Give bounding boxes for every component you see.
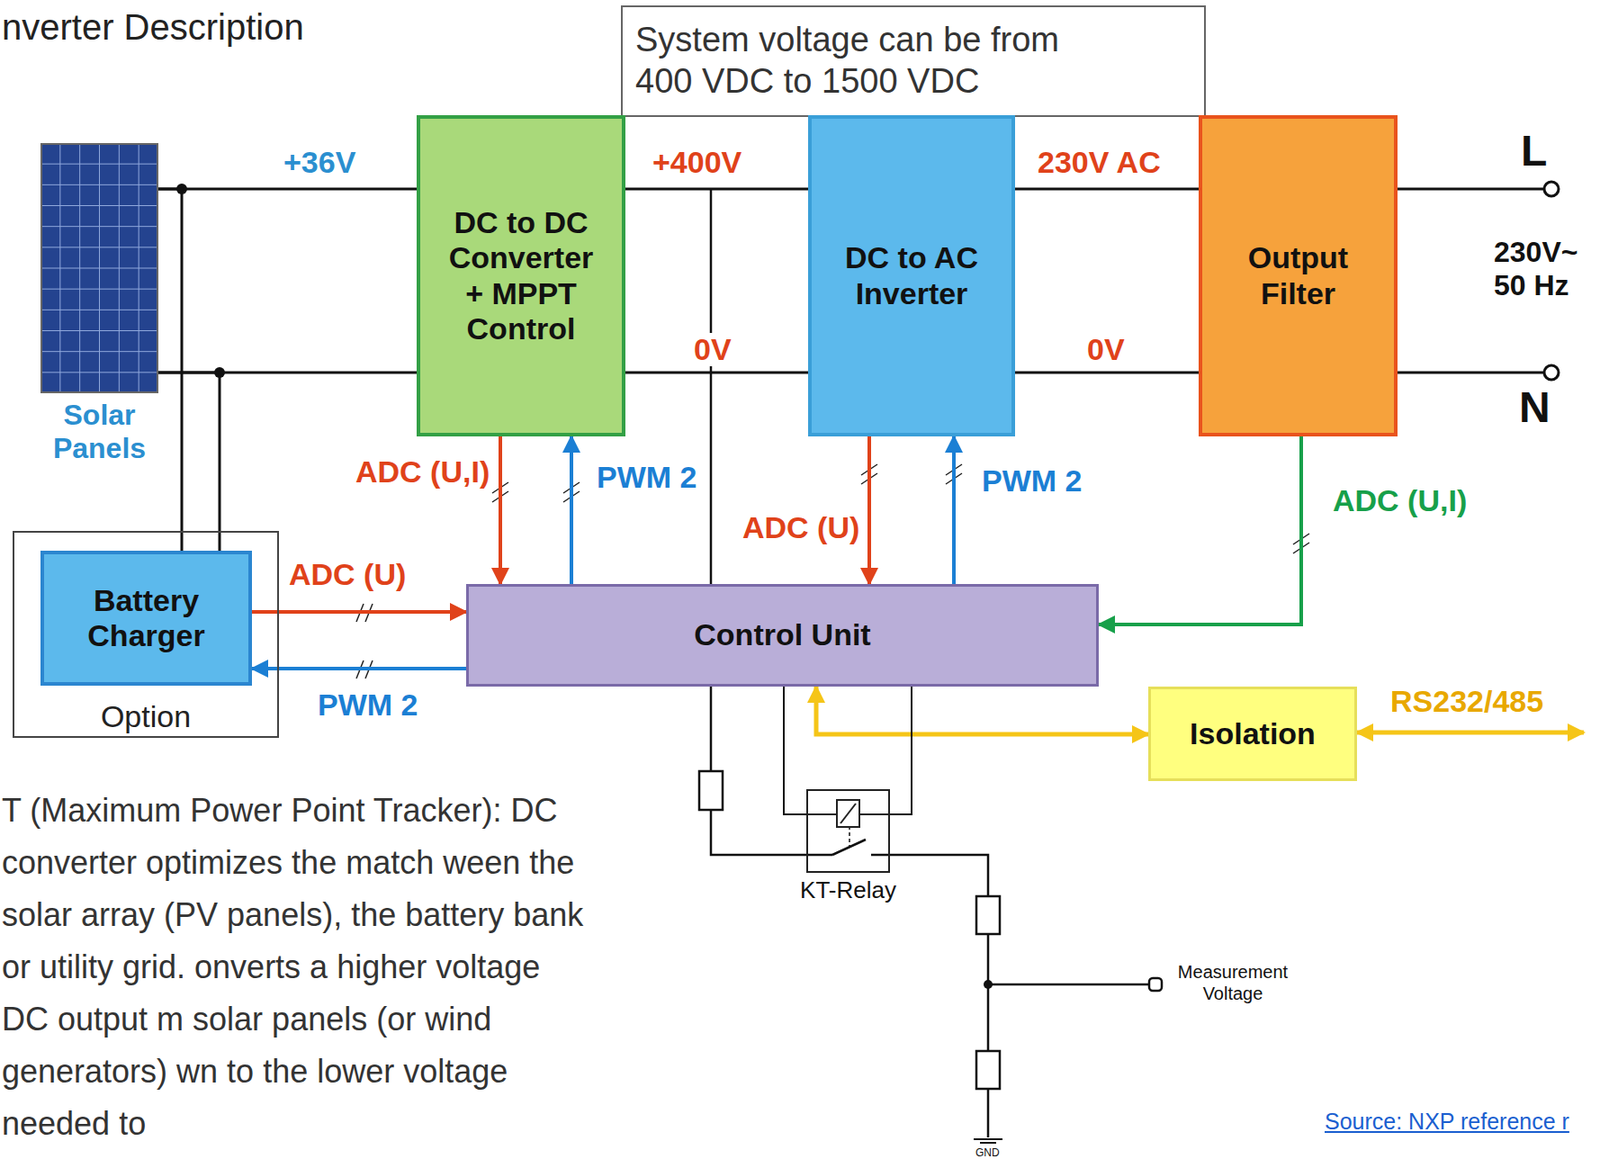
page-title: nverter Description <box>1 7 305 48</box>
signal-label: PWM 2 <box>314 688 421 722</box>
coil-wire <box>859 813 889 816</box>
cell-line <box>42 288 157 290</box>
source-link: Source: NXP reference r <box>1324 1108 1570 1135</box>
connector <box>1015 188 1199 191</box>
line-wire <box>1397 188 1545 191</box>
connector <box>816 686 1149 735</box>
connector <box>1015 371 1199 375</box>
cell-line <box>42 205 157 207</box>
isolation-box: Isolation <box>1148 686 1358 782</box>
signal-label: 0V <box>691 332 735 367</box>
terminal-name: L <box>1520 125 1547 176</box>
node-label: Option <box>100 699 191 735</box>
cell-line <box>42 184 157 186</box>
junction-dot <box>983 979 993 989</box>
connector <box>158 188 417 191</box>
connector <box>158 372 220 551</box>
measurement-terminal <box>1149 978 1162 991</box>
connector <box>569 436 574 585</box>
signal-label: ADC (U,I) <box>1330 484 1470 518</box>
node-label: Control Unit <box>693 617 871 653</box>
signal-label: 0V <box>1084 332 1128 367</box>
coil-wire <box>808 813 837 816</box>
relay-symbol: KT-Relay <box>806 789 890 873</box>
connector <box>251 666 467 671</box>
signal-label: +400V <box>649 145 745 180</box>
signal-label: +36V <box>280 145 359 180</box>
port-name: RS232/485 <box>1390 683 1544 720</box>
process-box: Battery Charger <box>40 550 252 686</box>
resistor-symbol <box>976 1051 1000 1089</box>
node-label: DC to DC Converter + MPPT Control <box>442 205 601 346</box>
signal-label: PWM 2 <box>979 464 1085 498</box>
coil-slash <box>840 803 856 824</box>
signal-label: ADC (U) <box>286 557 409 592</box>
cell-line <box>42 163 157 165</box>
node-label: DC to AC Inverter <box>833 240 991 311</box>
note-box: System voltage can be from 400 VDC to 15… <box>620 5 1206 117</box>
note-paragraph: T (Maximum Power Point Tracker): DC conv… <box>1 784 596 1151</box>
connector <box>158 188 182 551</box>
coil-symbol <box>836 800 860 827</box>
cell-line <box>42 246 157 248</box>
cell-grid <box>42 144 157 392</box>
signal-label: ADC (U,I) <box>352 455 493 489</box>
signal-label: ADC (U) <box>739 511 863 545</box>
output-rating: 230V~ 50 Hz <box>1493 235 1595 303</box>
node-label: Isolation <box>1189 716 1316 752</box>
cell-line <box>42 309 157 311</box>
connector <box>952 436 956 585</box>
panel-frame <box>41 143 158 393</box>
connector <box>867 436 872 585</box>
connector <box>625 188 809 191</box>
cell-line <box>42 350 157 352</box>
process-box: Output Filter <box>1198 115 1398 437</box>
solar-panel: Solar Panels <box>40 143 159 394</box>
resistor-symbol <box>976 896 1000 935</box>
terminal <box>1544 181 1559 197</box>
process-box: DC to DC Converter + MPPT Control <box>416 115 626 437</box>
node-label: KT-Relay <box>800 876 897 905</box>
process-box: DC to AC Inverter <box>808 115 1016 437</box>
connector <box>625 371 809 375</box>
measurement-label: Measurement Voltage <box>1169 961 1296 1005</box>
connector <box>1098 436 1302 625</box>
connector <box>889 686 912 815</box>
node-label: Battery Charger <box>67 583 225 654</box>
relay-coil-art <box>808 791 889 872</box>
signal-label: 230V AC <box>1034 145 1164 180</box>
node-label: System voltage can be from 400 VDC to 15… <box>635 19 1104 102</box>
terminal <box>1544 365 1559 380</box>
resistor-symbol <box>699 771 723 810</box>
solar-panel-art <box>40 143 159 394</box>
option-group: Option Battery Charger <box>12 530 279 738</box>
ground-label: GND <box>975 1146 1000 1160</box>
ground-symbol <box>973 1139 1003 1143</box>
node-label: Solar Panels <box>27 398 172 466</box>
cell-line <box>42 225 157 227</box>
connector <box>498 436 503 585</box>
connector <box>783 686 807 815</box>
control-box: Control Unit <box>466 584 1099 687</box>
node-label: Output Filter <box>1219 240 1377 311</box>
serial-arrow <box>1357 730 1584 736</box>
cell-line <box>42 330 157 332</box>
cell-line <box>42 268 157 270</box>
relay-linkage <box>848 826 851 846</box>
cell-line <box>42 371 157 373</box>
signal-label: PWM 2 <box>593 460 700 495</box>
neutral-wire <box>1397 371 1545 375</box>
connector <box>251 610 467 614</box>
terminal-name: N <box>1519 382 1551 432</box>
